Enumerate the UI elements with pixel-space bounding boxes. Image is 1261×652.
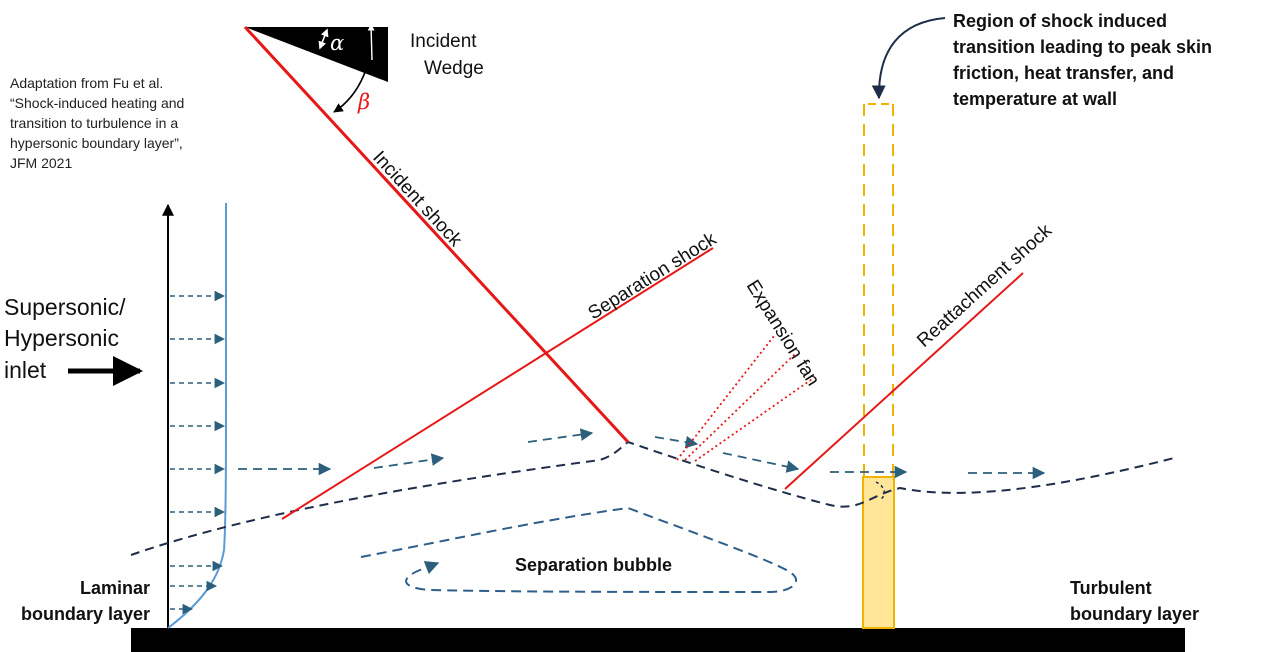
expansion-ray	[694, 376, 816, 462]
expansion-ray	[676, 335, 775, 461]
turbulent-label-line: boundary layer	[1070, 604, 1199, 624]
laminar-label: Laminar boundary layer	[21, 578, 150, 624]
inlet-label-line: inlet	[4, 357, 47, 383]
separation-shock-label: Separation shock	[585, 228, 721, 324]
citation-line: “Shock-induced heating and	[10, 95, 184, 111]
incident-shock-line	[243, 25, 630, 444]
beta-arc-top-arrow	[367, 23, 375, 61]
wedge-label: Incident Wedge	[410, 31, 484, 79]
laminar-label-line: boundary layer	[21, 604, 150, 624]
alpha-symbol: α	[330, 31, 344, 55]
citation-line: JFM 2021	[10, 155, 72, 171]
beta-symbol: β	[357, 90, 370, 114]
wedge-label-line: Incident	[410, 31, 477, 52]
transition-region-label: Region of shock induced transition leadi…	[953, 11, 1212, 109]
separation-shock-line	[281, 247, 714, 520]
flow-arrow	[373, 453, 445, 469]
incident-wedge	[245, 27, 388, 82]
transition-region-label-line: friction, heat transfer, and	[953, 63, 1174, 83]
expansion-fan-label: Expansion fan	[742, 277, 824, 390]
citation: Adaptation from Fu et al. “Shock-induced…	[10, 75, 184, 171]
separation-bubble-label: Separation bubble	[515, 555, 672, 575]
alpha-arrow	[318, 28, 329, 50]
boundary-layer-edge	[130, 440, 1179, 556]
turbulent-label: Turbulent boundary layer	[1070, 578, 1199, 624]
transition-region-label-line: transition leading to peak skin	[953, 37, 1212, 57]
transition-eddy	[875, 481, 886, 501]
turbulent-label-line: Turbulent	[1070, 578, 1152, 598]
inlet-label-line: Hypersonic	[4, 325, 119, 351]
callout-arrow	[871, 17, 946, 100]
citation-line: hypersonic boundary layer”,	[10, 135, 183, 151]
wall	[131, 628, 1185, 652]
transition-region-filled-box	[862, 476, 895, 629]
separation-bubble-path	[360, 506, 798, 594]
flow-arrow	[722, 452, 800, 473]
reattachment-shock-label: Reattachment shock	[913, 220, 1056, 352]
expansion-ray	[684, 353, 796, 461]
boundary-layer-profile	[167, 203, 227, 629]
citation-line: transition to turbulence in a	[10, 115, 178, 131]
transition-region-label-line: temperature at wall	[953, 89, 1117, 109]
citation-line: Adaptation from Fu et al.	[10, 75, 163, 91]
inlet-label-line: Supersonic/	[4, 294, 126, 320]
wedge-label-line: Wedge	[424, 58, 484, 79]
expansion-fan	[676, 335, 816, 462]
incident-shock-label: Incident shock	[368, 147, 466, 251]
velocity-arrows	[170, 290, 226, 615]
outer-flow-arrows	[238, 428, 1046, 480]
inlet-label: Supersonic/ Hypersonic inlet	[4, 294, 126, 383]
flow-arrow	[527, 428, 594, 443]
reattachment-shock-line	[784, 272, 1024, 490]
transition-region-label-line: Region of shock induced	[953, 11, 1167, 31]
laminar-label-line: Laminar	[80, 578, 150, 598]
